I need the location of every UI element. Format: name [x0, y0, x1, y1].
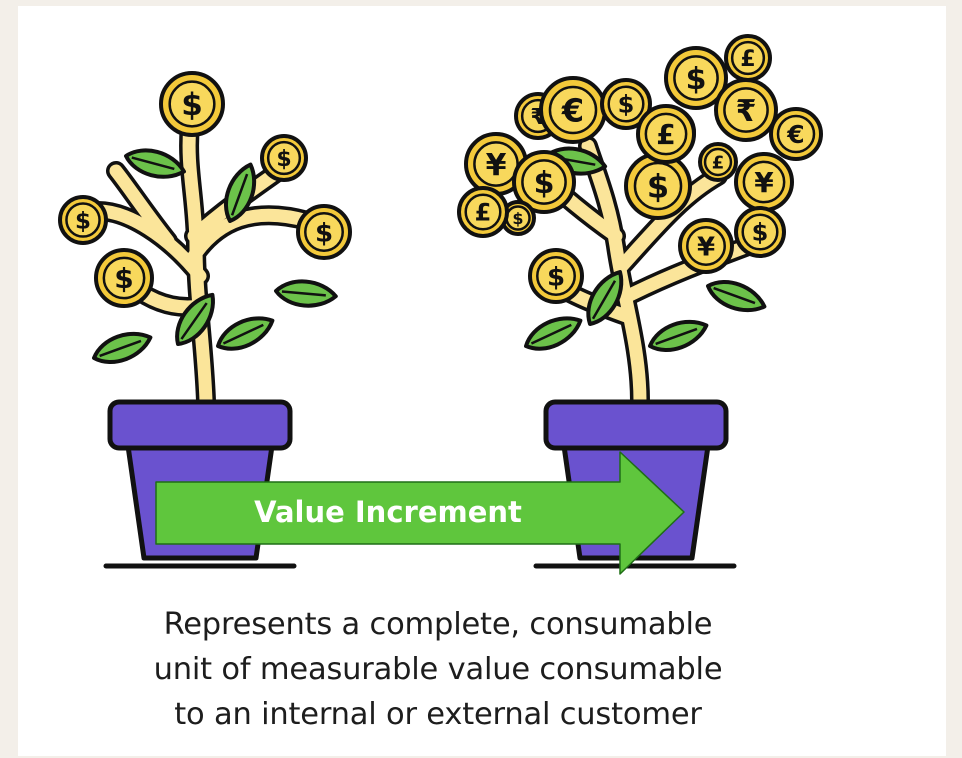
currency-symbol: $ [547, 262, 565, 292]
coin-icon: $ [58, 195, 108, 245]
small-plant-coins: $ $ $ $ $ [58, 71, 352, 308]
currency-symbol: € [561, 92, 584, 130]
caption-line-2: unit of measurable value consumable [153, 652, 723, 687]
coin-icon: € [539, 76, 607, 144]
leaf [210, 307, 280, 359]
coin-icon: $ [624, 152, 692, 220]
coin-icon: $ [296, 204, 352, 260]
illustration-card: $ $ $ $ $ [18, 6, 946, 756]
caption-line-3: to an internal or external customer [174, 697, 702, 732]
large-plant-pot [533, 399, 737, 569]
leaf [701, 272, 771, 320]
leaf [272, 277, 339, 311]
currency-symbol: $ [181, 87, 203, 123]
coin-icon: $ [600, 78, 652, 130]
leaf [87, 324, 157, 372]
currency-symbol: $ [315, 218, 333, 248]
large-plant-coins: ₹€$$£₹€¥$£$$£¥$£$¥$ [457, 34, 823, 304]
caption-line-1: Represents a complete, consumable [163, 607, 713, 642]
coin-icon: $ [664, 46, 728, 110]
currency-symbol: $ [618, 91, 635, 119]
coin-icon: € [769, 107, 823, 161]
currency-symbol: ¥ [754, 166, 774, 199]
large-plant-trunk [533, 136, 758, 411]
large-money-plant: ₹€$$£₹€¥$£$$£¥$£$¥$ [457, 34, 823, 569]
currency-symbol: $ [114, 262, 133, 295]
coin-icon: £ [636, 104, 696, 164]
currency-symbol: $ [534, 166, 555, 201]
coin-icon: $ [512, 150, 576, 214]
currency-symbol: £ [712, 152, 725, 173]
currency-symbol: $ [276, 147, 291, 172]
coin-icon: $ [734, 206, 786, 258]
currency-symbol: $ [75, 208, 91, 234]
currency-symbol: £ [656, 118, 675, 151]
caption: Represents a complete, consumable unit o… [78, 602, 798, 737]
currency-symbol: ¥ [697, 232, 715, 262]
coin-icon: $ [159, 71, 225, 137]
coin-icon: $ [528, 248, 584, 304]
coin-icon: ¥ [678, 218, 734, 274]
leaf [518, 307, 588, 359]
currency-symbol: $ [512, 209, 523, 228]
currency-symbol: $ [647, 168, 669, 206]
currency-symbol: € [786, 120, 804, 149]
coin-icon: £ [724, 34, 772, 82]
coin-icon: ¥ [734, 152, 794, 212]
currency-symbol: $ [752, 219, 769, 247]
currency-symbol: £ [475, 199, 492, 227]
value-increment-arrow: Value Increment [155, 451, 685, 575]
coin-icon: £ [457, 186, 509, 238]
coin-icon: ₹ [714, 78, 778, 142]
coin-icon: $ [260, 134, 308, 182]
currency-symbol: $ [686, 62, 707, 97]
currency-symbol: ₹ [736, 94, 757, 129]
currency-symbol: ¥ [486, 148, 507, 183]
value-increment-illustration: $ $ $ $ $ [58, 34, 823, 575]
coin-icon: £ [698, 142, 738, 182]
currency-symbol: £ [740, 47, 755, 72]
arrow-label: Value Increment [254, 495, 522, 529]
coin-icon: $ [94, 248, 154, 308]
leaf [643, 312, 713, 360]
